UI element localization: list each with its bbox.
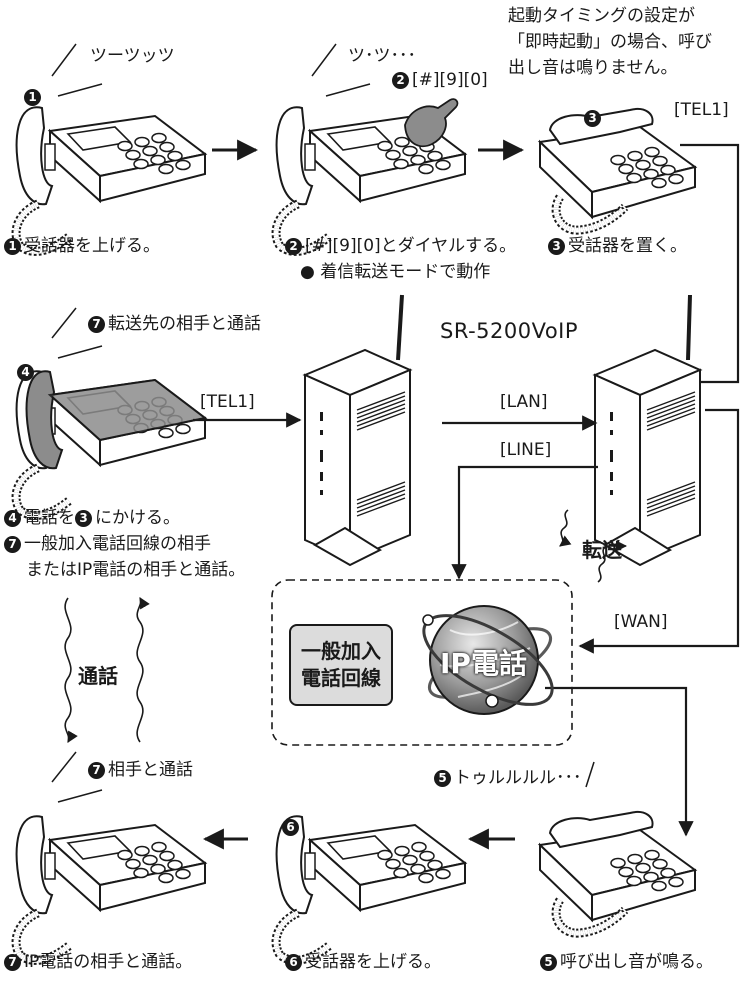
- pstn-line2: 電話回線: [301, 666, 381, 690]
- transfer-label: 転送: [582, 538, 622, 562]
- badge-2: 2: [392, 72, 409, 89]
- note-line1: 起動タイミングの設定が: [508, 6, 695, 26]
- pointing-hand-icon: [404, 98, 459, 148]
- router-right: [594, 294, 701, 566]
- talk-label: 通話: [78, 664, 118, 688]
- pstn-box: 一般加入 電話回線: [289, 624, 393, 706]
- line-label: [LINE]: [500, 440, 552, 460]
- busy-tone-text: ツ･ツ･･･: [348, 46, 416, 66]
- note-line3: 出し音は鳴りません。: [508, 58, 678, 78]
- phone-step3: [540, 109, 695, 230]
- router-left: [304, 294, 411, 566]
- phone-step7-bottom: [16, 816, 205, 960]
- badge-phone6: 6: [282, 817, 302, 836]
- note-line2: 「即時起動」の場合、呼び: [508, 32, 712, 52]
- badge-phone4: 4: [17, 362, 37, 381]
- pstn-line1: 一般加入: [301, 639, 381, 663]
- phone-step6: [276, 816, 465, 960]
- wavy-lines: [64, 509, 628, 743]
- badge-phone1: 1: [24, 87, 44, 106]
- device-name: SR-5200VoIP: [440, 319, 579, 343]
- badge-phone3: 3: [584, 108, 604, 127]
- tel1-label-top: [TEL1]: [674, 100, 729, 120]
- lan-label: [LAN]: [500, 392, 548, 412]
- caption-step2-sub: ● 着信転送モードで動作: [300, 262, 491, 282]
- flow-arrows: [202, 139, 525, 850]
- tel1-label-left: [TEL1]: [200, 392, 255, 412]
- sound-lines: [51, 43, 595, 803]
- wan-label: [WAN]: [614, 612, 668, 632]
- connection-lines: [193, 143, 740, 837]
- globe-icon: [422, 605, 554, 715]
- phone-step4: [16, 371, 205, 515]
- caption-step2: 2[#][9][0]とダイヤルする。: [285, 236, 516, 257]
- caption-step7a-line2: またはIP電話の相手と通話。: [26, 560, 246, 580]
- phone-step1: [16, 107, 205, 251]
- dial-tone-text: ツーツッツ: [90, 46, 175, 66]
- step2-keys: 2[#][9][0]: [392, 70, 488, 91]
- phone-step5: [540, 812, 695, 933]
- network-box: [271, 579, 573, 746]
- ip-phone-label: IP電話: [440, 647, 527, 680]
